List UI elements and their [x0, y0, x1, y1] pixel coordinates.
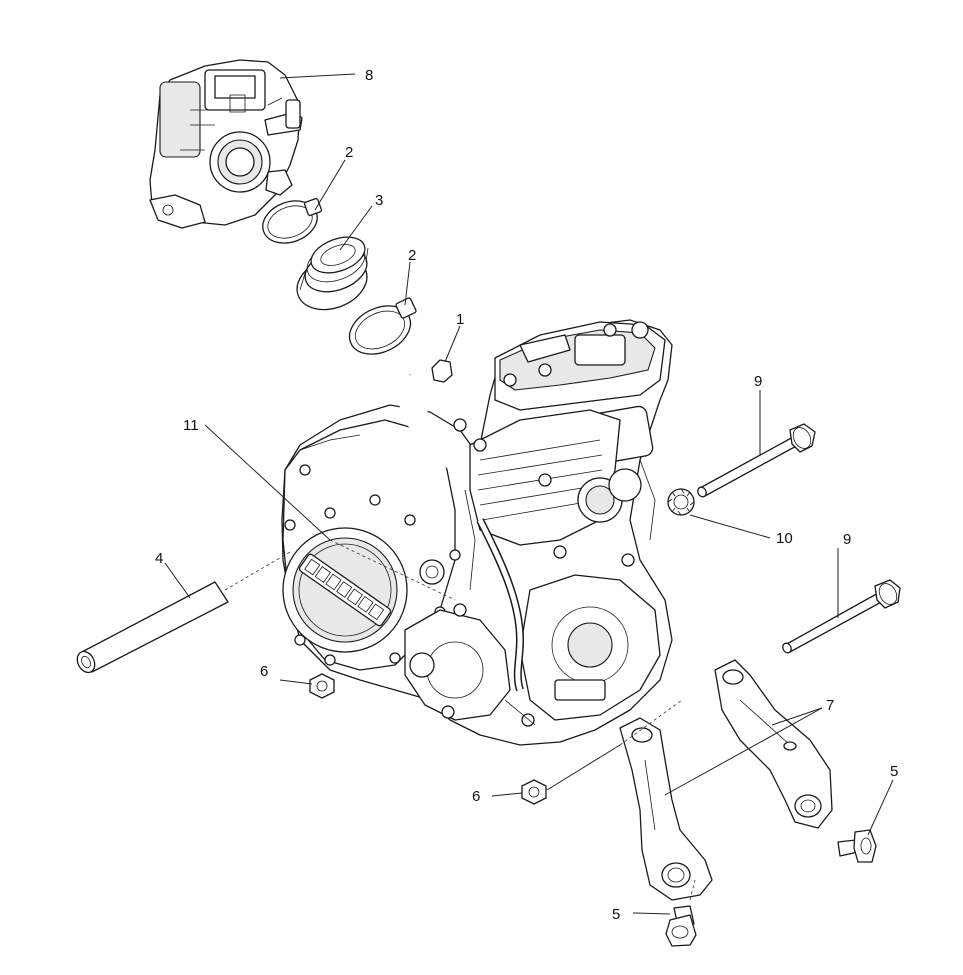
engine-assembly: [281, 319, 673, 746]
callout-2-upper: 2: [345, 144, 353, 161]
mount-bracket-left: [619, 717, 713, 901]
nut-upper: [309, 673, 335, 699]
callout-9-upper: 9: [754, 373, 762, 390]
clamp-upper: [262, 197, 323, 244]
callout-6-upper: 6: [260, 663, 268, 680]
callout-5-right: 5: [890, 763, 898, 780]
cap-part: [431, 359, 453, 383]
mount-bracket-right: [714, 659, 833, 829]
callout-10: 10: [776, 530, 793, 547]
callout-5-bottom: 5: [612, 906, 620, 923]
lock-washer: [667, 488, 695, 516]
long-bolt-lower: [782, 579, 901, 654]
callout-7: 7: [826, 697, 834, 714]
callout-2-lower: 2: [408, 247, 416, 264]
callout-11: 11: [183, 417, 199, 434]
clamp-lower: [348, 297, 417, 355]
throttle-body: [149, 59, 303, 229]
callout-4: 4: [155, 550, 163, 567]
long-bolt-upper: [697, 423, 816, 498]
flange-bolt-right: [837, 829, 877, 863]
leader-lines: [164, 73, 894, 915]
callout-labels: 8 2 3 2 1 9 11 10 9 4 6 7 6 5 5: [155, 67, 898, 923]
callout-8: 8: [365, 67, 373, 84]
callout-1: 1: [456, 311, 464, 328]
flange-bolt-bottom: [665, 905, 697, 947]
callout-3: 3: [375, 192, 383, 209]
callout-9-lower: 9: [843, 531, 851, 548]
nut-lower: [521, 779, 547, 805]
callout-6-lower: 6: [472, 788, 480, 805]
intake-boot: [296, 236, 369, 311]
spacer-tube: [76, 581, 229, 674]
